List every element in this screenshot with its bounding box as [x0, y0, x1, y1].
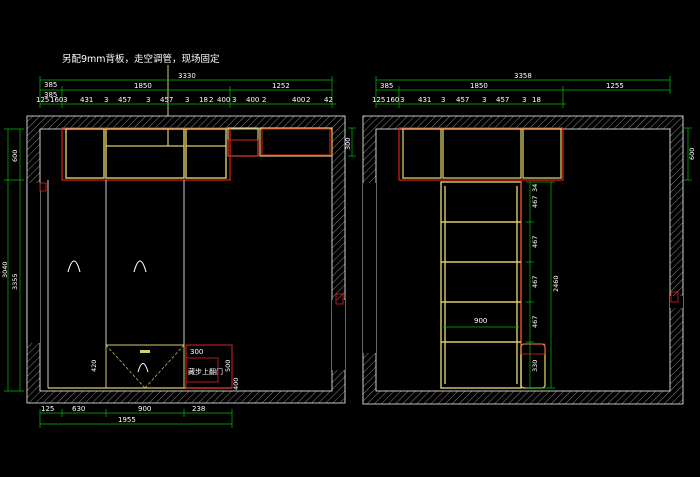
dim-text: 3: [104, 96, 108, 104]
wall-marker: [670, 291, 679, 303]
upper-cabinet-2: [105, 128, 185, 179]
dim-text: 385: [44, 81, 57, 89]
box-width-label: 300: [190, 348, 203, 356]
dim-text: 3: [441, 96, 445, 104]
right-upper-cabinet-3: [522, 128, 562, 179]
dim-text: 431: [80, 96, 93, 104]
right-top-dim-row3: 125 160 3 431 3 457 3 457 3 18: [372, 96, 541, 104]
dim-text: 3330: [178, 72, 196, 80]
dim-text: 385: [380, 82, 393, 90]
top-note: 另配9mm背板，走空调管，现场固定: [62, 53, 220, 65]
dim-text: 457: [496, 96, 509, 104]
dim-text: 3: [482, 96, 486, 104]
dim-text: 125: [36, 96, 49, 104]
wall-marker: [39, 182, 47, 192]
dim-text: 1255: [606, 82, 624, 90]
dim-text: 3: [400, 96, 404, 104]
dim-text: 34: [531, 184, 539, 192]
upper-cabinet-4: [227, 127, 259, 157]
dim-text: 600: [11, 150, 19, 162]
dim-text: 3: [146, 96, 150, 104]
dim-text: 1850: [134, 82, 152, 90]
dim-text: 467: [531, 196, 539, 208]
drawer-handle: [140, 350, 150, 353]
dim-text: 385: [44, 91, 57, 99]
upper-cabinet-5-red: [261, 128, 331, 156]
hanger-icon: [67, 260, 81, 273]
dim-text: 1955: [118, 416, 136, 424]
dim-text: 42: [324, 96, 333, 104]
upper-cabinet-1: [65, 128, 105, 179]
dim-text: 467: [531, 276, 539, 288]
left-wall-opening: [27, 183, 40, 343]
dim-text: 2: [306, 96, 310, 104]
dim-text: 330: [531, 360, 539, 372]
drawer-diag-2: [144, 344, 185, 389]
right-upper-cabinet-1: [402, 128, 442, 179]
box-height-label: 500: [224, 360, 232, 372]
left-top-dim-row3: 125 160 3 431 3 457 3 457 3 18 2 400 3 4…: [36, 96, 333, 104]
dim-text: 3358: [514, 72, 532, 80]
wall-marker: [335, 293, 344, 305]
dim-text: 3: [522, 96, 526, 104]
dim-text: 400: [246, 96, 259, 104]
dim-text: 18: [532, 96, 541, 104]
upper-cabinet-3: [185, 128, 227, 179]
right-view-opening: [363, 183, 376, 353]
left-elevation: 藏步上翻门 300 500 420 400: [1, 72, 356, 428]
dim-text: 600: [688, 148, 696, 160]
shelf-boards: [441, 186, 521, 384]
right-elevation: 3358 385 1850 1255 125 160 3 431 3 457 3…: [362, 72, 696, 405]
dim-text: 125: [41, 405, 54, 413]
dim-text: 457: [118, 96, 131, 104]
dim-text: 1850: [470, 82, 488, 90]
dim-text: 457: [456, 96, 469, 104]
hanger-icon: [133, 260, 147, 273]
dim-text: 160: [50, 96, 63, 104]
dim-text: 900: [138, 405, 151, 413]
dim-text: 2: [209, 96, 213, 104]
upper-cabinet-4-red: [227, 139, 259, 157]
dim-text: 467: [531, 236, 539, 248]
dim-text: 160: [386, 96, 399, 104]
dim-text: 2460: [552, 275, 560, 292]
side-height-label: 400: [232, 378, 240, 390]
dim-text: 400: [217, 96, 230, 104]
right-wall-opening: [332, 300, 345, 370]
dim-text: 457: [160, 96, 173, 104]
drawer-diag-1: [105, 344, 146, 389]
right-dim-lines: [375, 76, 692, 389]
right-upper-cabinet-2: [442, 128, 522, 179]
hanger-icon: [137, 363, 149, 373]
upper-cabinet-red-frame: [61, 127, 231, 181]
dim-text: 3: [232, 96, 236, 104]
dim-text: 431: [418, 96, 431, 104]
dim-text: 3: [63, 96, 67, 104]
dim-text: 1252: [272, 82, 290, 90]
dim-text: 900: [474, 317, 487, 325]
upper-cabinet-5: [259, 127, 333, 157]
side-cabinet-red: [520, 343, 546, 355]
dim-text: 125: [372, 96, 385, 104]
right-upper-red-frame: [398, 127, 564, 181]
dim-text: 300: [344, 138, 352, 150]
shelf-tower: [440, 181, 522, 389]
door-height-label: 420: [90, 360, 98, 372]
step-box-label: 藏步上翻门: [188, 367, 223, 376]
dim-text: 3355: [11, 273, 19, 290]
dim-text: 238: [192, 405, 205, 413]
dim-text: 400: [292, 96, 305, 104]
step-box-sign: [185, 357, 219, 383]
dim-text: 630: [72, 405, 85, 413]
dim-text: 2: [262, 96, 266, 104]
dim-text: 3: [185, 96, 189, 104]
dim-text: 18: [199, 96, 208, 104]
dim-text: 467: [531, 316, 539, 328]
lower-drawer-box: [105, 344, 185, 389]
left-dim-lines: [4, 76, 356, 428]
dim-text: 3040: [1, 261, 9, 278]
